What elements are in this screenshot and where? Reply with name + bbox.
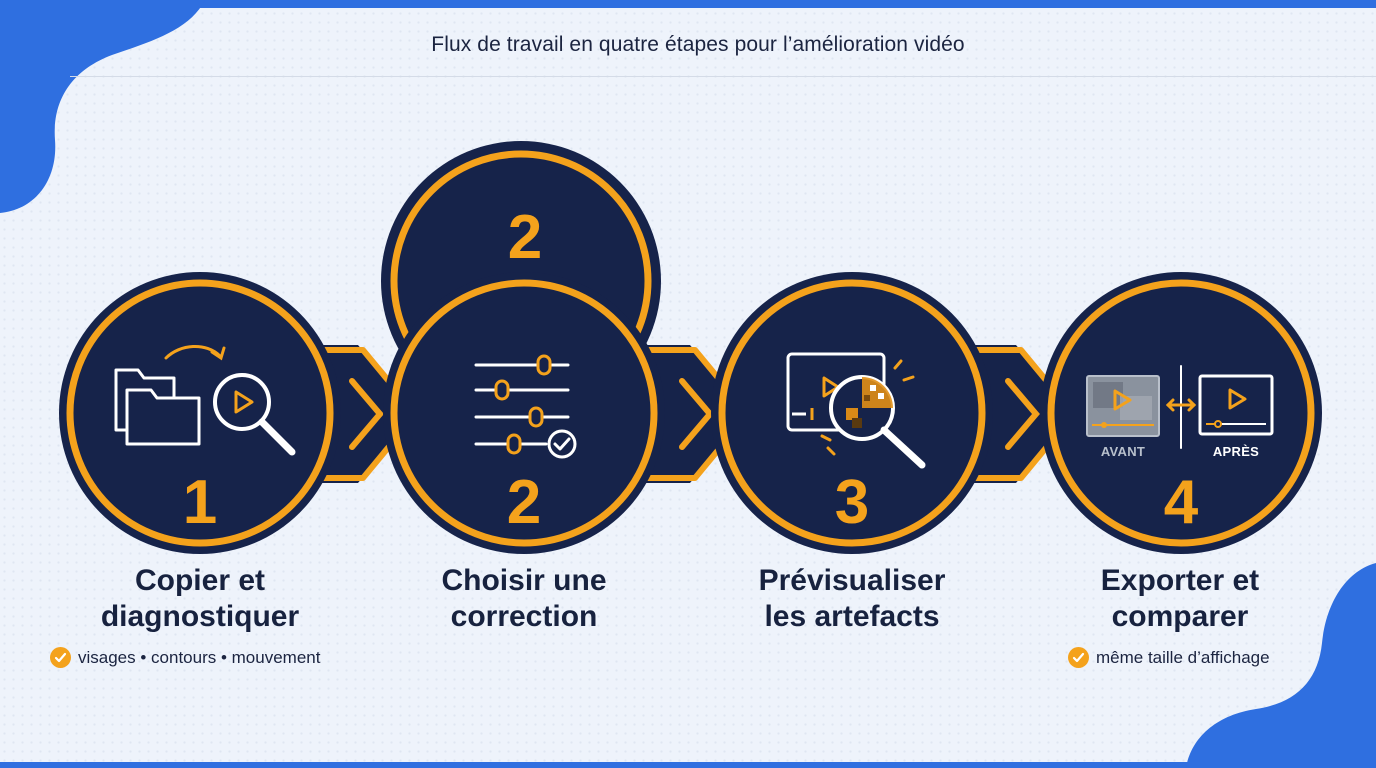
check-icon [50,647,71,668]
step-1-title-line-2: diagnostiquer [100,600,300,633]
step-4-number: 4 [1163,468,1199,537]
top-border [0,0,1376,8]
pixel-magnifier-icon [820,359,926,469]
sharp-frame-icon [1198,374,1274,436]
step-1-number: 1 [182,468,218,537]
step-2-title: Choisir une correction [384,563,664,635]
step-1-note: visages • contours • mouvement [50,647,320,668]
step-3-title-line-1: Prévisualiser [758,564,946,597]
sliders-icon [474,354,570,455]
step-4-title-line-2: comparer [1111,600,1249,633]
step-2-circle [383,272,665,554]
folders-icon [114,368,201,446]
diagram-title: Flux de travail en quatre étapes pour l’… [431,33,965,56]
step-3-number: 3 [834,468,870,537]
step-4-title: Exporter et comparer [1040,563,1320,635]
step-1-title-line-1: Copier et [134,564,266,597]
step-2-number: 2 [506,468,542,537]
double-arrow-icon [1165,365,1197,449]
after-label: APRÈS [1212,444,1260,459]
magnifier-play-icon [213,373,296,456]
before-label: AVANT [1100,444,1146,459]
step-3-title: Prévisualiser les artefacts [712,563,992,635]
step-1-note-text: visages • contours • mouvement [78,647,321,667]
check-circle-icon [547,429,577,459]
check-icon [1068,647,1089,668]
corner-blob-bottom-right [1186,563,1376,768]
step-2-title-line-1: Choisir une [441,564,607,597]
refresh-arrow-icon [164,344,226,361]
step-4-note: même taille d’affichage [1068,647,1270,668]
blurred-frame-icon [1086,375,1160,437]
step-4-note-text: même taille d’affichage [1096,647,1270,667]
step-2-title-line-2: correction [450,600,598,633]
floating-badge-number: 2 [507,203,543,272]
title-divider [70,76,1376,77]
step-4-title-line-1: Exporter et [1100,564,1260,597]
bottom-border [0,762,1376,768]
step-3-title-line-2: les artefacts [764,600,940,633]
corner-blob-top-left [0,0,205,213]
step-1-title: Copier et diagnostiquer [60,563,340,635]
